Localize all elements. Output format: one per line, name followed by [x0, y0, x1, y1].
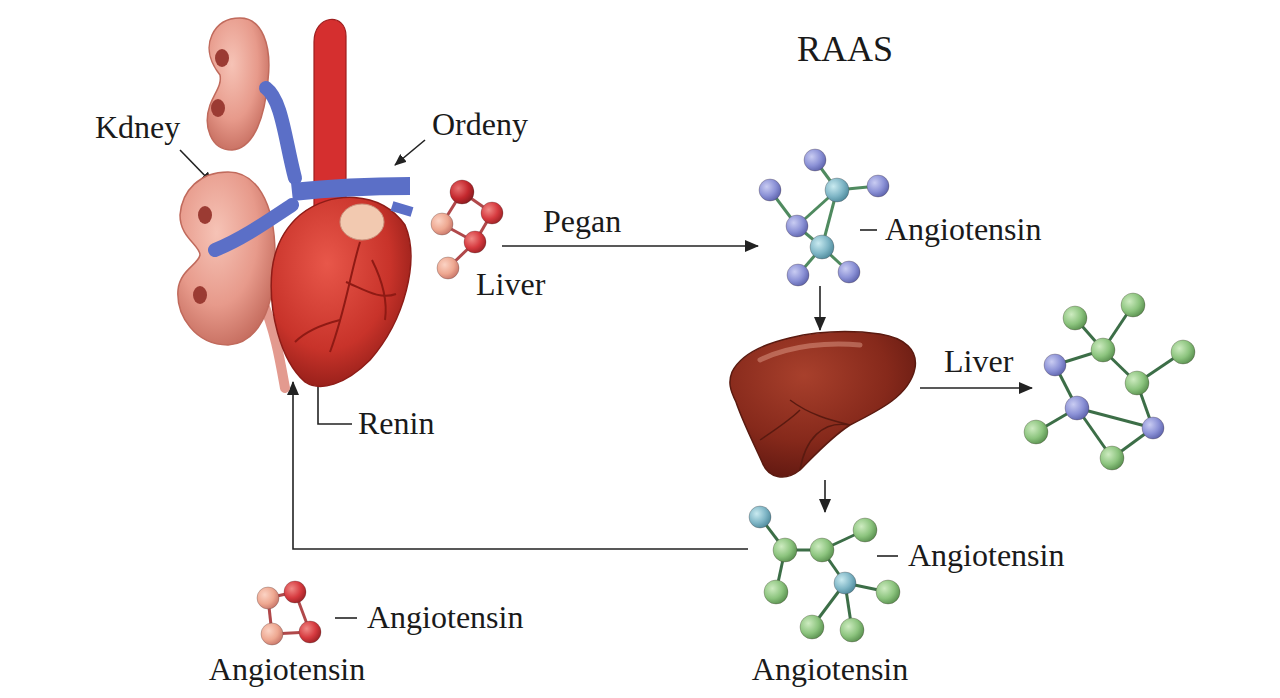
- coronary-vessel: [330, 242, 360, 352]
- molecule-atom: [810, 538, 834, 562]
- node-label: Angiotensin: [885, 212, 1041, 247]
- node-label: Angiotensin: [752, 652, 908, 687]
- molecule-atom: [749, 506, 771, 528]
- molecule-atom: [800, 615, 824, 639]
- coronary-vessel: [346, 282, 396, 296]
- molecule-atom: [431, 213, 453, 235]
- vein: [266, 88, 295, 178]
- part-label: Kdney: [95, 110, 180, 145]
- node-illustration: [725, 330, 920, 480]
- edge-label: Liver: [944, 344, 1013, 379]
- kidney-calyx: [198, 206, 212, 224]
- flow-arrow: [502, 245, 758, 247]
- molecule-atom: [804, 149, 826, 171]
- liver-shape: [730, 332, 916, 477]
- molecule-atom: [867, 175, 889, 197]
- coronary-vessel: [372, 260, 386, 320]
- node-label: Liver: [476, 267, 545, 302]
- edge-label: Pegan: [543, 204, 621, 239]
- node-illustration: [430, 178, 502, 282]
- node-illustration: [748, 512, 908, 644]
- diagram-node: [1032, 292, 1200, 470]
- coronary-vessel: [295, 320, 340, 342]
- molecule-atom: [1044, 354, 1066, 376]
- diagram-title: RAAS: [797, 30, 893, 70]
- molecule-atom: [261, 623, 283, 645]
- flow-arrow: [920, 387, 1032, 389]
- leader-arrow: [395, 140, 425, 165]
- kidney-calyx: [215, 49, 229, 67]
- molecule-atom: [1142, 417, 1164, 439]
- molecule-atom: [876, 580, 900, 604]
- flow-arrow: [819, 286, 821, 330]
- node-illustration: [175, 10, 415, 382]
- liver-lobe-line: [760, 410, 800, 440]
- molecule-atom: [481, 202, 503, 224]
- molecule-atom: [838, 261, 860, 283]
- leader-dash: [877, 555, 898, 557]
- molecule-atom: [1121, 293, 1145, 317]
- molecule-atom: [437, 257, 459, 279]
- node-label: Angiotensin: [908, 538, 1064, 573]
- molecule-atom: [853, 518, 877, 542]
- kidney-shape: [207, 18, 268, 150]
- kidney-calyx: [211, 99, 225, 117]
- molecule-atom: [299, 621, 321, 643]
- leader-dash: [860, 229, 877, 231]
- node-illustration: [256, 582, 320, 646]
- kidney-calyx: [193, 286, 207, 304]
- heart-shape: [271, 197, 411, 386]
- molecule-atom: [1100, 446, 1124, 470]
- molecule-atom: [284, 581, 306, 603]
- molecule-atom: [464, 231, 486, 253]
- molecule-atom: [759, 179, 781, 201]
- diagram-node: [725, 330, 920, 480]
- diagram-node: Renin: [175, 10, 415, 382]
- liver-highlight: [760, 344, 860, 360]
- molecule-atom: [1063, 306, 1087, 330]
- liver-lobe-line: [790, 400, 850, 425]
- molecule-atom: [810, 235, 834, 259]
- leader-dash: [335, 617, 357, 619]
- molecule-atom: [825, 178, 849, 202]
- node-illustration: [758, 146, 893, 286]
- flow-arrow: [293, 382, 748, 549]
- node-illustration: [1032, 292, 1200, 470]
- molecule-atom: [1065, 396, 1089, 420]
- molecule-atom: [834, 572, 856, 594]
- molecule-atom: [1171, 340, 1195, 364]
- diagram-node: Liver: [430, 178, 502, 282]
- node-label: Angiotensin: [367, 600, 523, 635]
- molecule-atom: [1125, 371, 1149, 395]
- molecule-atom: [840, 618, 864, 642]
- heart-atrium: [340, 204, 384, 240]
- part-label: Ordeny: [432, 107, 528, 142]
- node-label: Renin: [358, 406, 434, 441]
- flow-arrow: [824, 480, 826, 512]
- liver-lobe-line: [800, 424, 850, 470]
- molecule-atom: [1091, 338, 1115, 362]
- molecule-atom: [773, 538, 797, 562]
- kidney-shape: [178, 172, 275, 345]
- molecule-atom: [1024, 420, 1048, 444]
- diagram-node: AngiotensinAngiotensin: [256, 582, 320, 646]
- molecule-atom: [764, 580, 788, 604]
- molecule-atom: [257, 587, 279, 609]
- vena-cava: [392, 206, 412, 212]
- diagram-node: AngiotensinAngiotensin: [748, 512, 908, 644]
- molecule-atom: [787, 264, 809, 286]
- diagram-node: Angiotensin: [758, 146, 893, 286]
- node-label: Angiotensin: [209, 652, 365, 687]
- vena-cava: [292, 186, 410, 192]
- molecule-atom: [450, 180, 474, 204]
- molecule-atom: [786, 215, 808, 237]
